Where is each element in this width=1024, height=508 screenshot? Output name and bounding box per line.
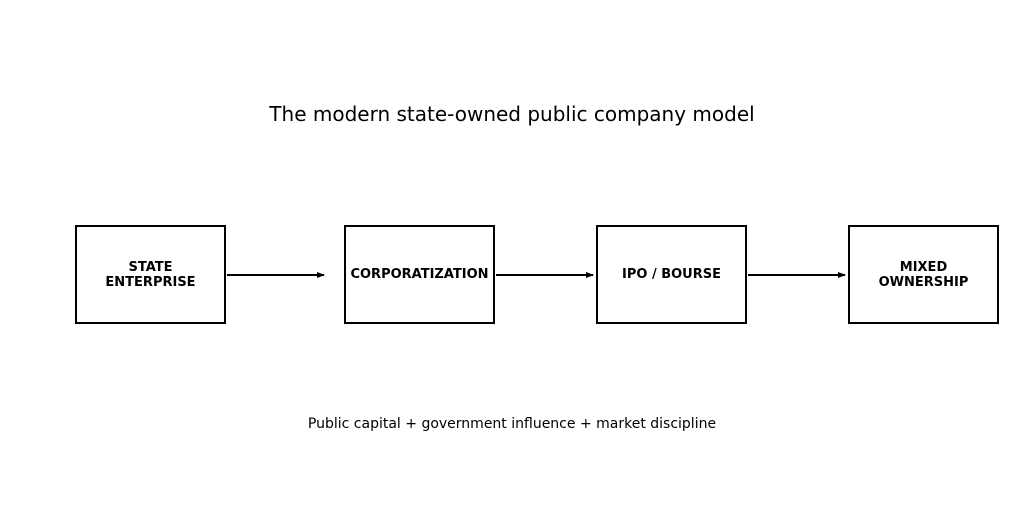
diagram-title: The modern state-owned public company mo… [269,102,755,126]
stage-box-ipo-bourse: IPO / BOURSE [596,225,747,324]
stage-box-corporatization: CORPORATIZATION [344,225,495,324]
stage-box-state-enterprise: STATE ENTERPRISE [75,225,226,324]
diagram-caption: Public capital + government influence + … [307,416,717,432]
stage-box-mixed-ownership: MIXED OWNERSHIP [848,225,999,324]
